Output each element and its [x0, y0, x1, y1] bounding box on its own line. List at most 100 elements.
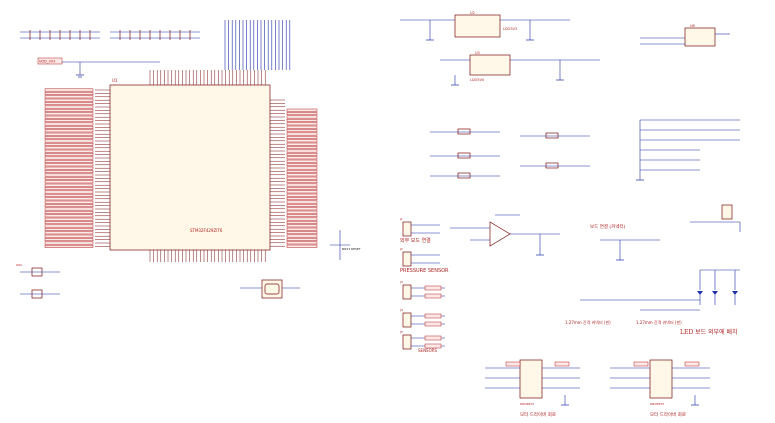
- net-tag: [286, 122, 318, 126]
- net-tag: [44, 173, 94, 177]
- mcu-ref: U1: [112, 78, 118, 83]
- net-tag: [44, 183, 94, 187]
- net-tag: [44, 132, 94, 136]
- net-tag: [44, 204, 94, 208]
- net-tag: [286, 139, 318, 143]
- net-tag: [44, 136, 94, 140]
- net-tag: [286, 210, 318, 214]
- net-tag: [44, 200, 94, 204]
- j5-ref: J5: [399, 330, 403, 334]
- decoupling-capacitors-row-a: [20, 30, 100, 40]
- connector-j1: J1: [399, 217, 440, 237]
- net-tag: [286, 244, 318, 248]
- net-tag: [44, 214, 94, 218]
- net-tag: [44, 159, 94, 163]
- net-tag: [44, 88, 94, 92]
- net-tag: [286, 190, 318, 194]
- net-tag: [286, 203, 318, 207]
- decoupling-capacitors-row-b: [110, 30, 200, 40]
- net-tag: [286, 108, 318, 112]
- net-tag: [44, 163, 94, 167]
- boot-reset-circuit: NRST RESET: [240, 230, 361, 299]
- net-tag: [44, 115, 94, 119]
- net-tag: [286, 176, 318, 180]
- net-tag: [44, 156, 94, 160]
- ldo-regulator-2: U3 LDO5V0: [440, 51, 600, 86]
- net-tag: [286, 186, 318, 190]
- net-tag: [44, 193, 94, 197]
- net-tag: [44, 91, 94, 95]
- net-tag: [44, 125, 94, 129]
- net-tag: [44, 153, 94, 157]
- net-tag: [286, 214, 318, 218]
- sensors-label: SENSORS: [418, 348, 438, 353]
- net-tag: [44, 105, 94, 109]
- connector-block-right: [636, 119, 740, 181]
- connector-j2: J2: [399, 247, 440, 267]
- board-note-2: 보드 연결 (커넥터): [590, 223, 626, 230]
- net-tag: [286, 163, 318, 167]
- net-tag: [286, 224, 318, 228]
- net-tag: [286, 142, 318, 146]
- motor-ic-right: DRV8833: [650, 402, 664, 406]
- connector-j4: J4: [399, 308, 445, 328]
- j2-ref: J2: [399, 247, 403, 251]
- net-tag: [286, 146, 318, 150]
- net-tag: [286, 169, 318, 173]
- net-tag: [44, 244, 94, 248]
- sensor-ic-top-right: U6: [640, 24, 730, 47]
- net-tag: [286, 152, 318, 156]
- svg-text:OSC: OSC: [16, 263, 22, 267]
- net-tag: [44, 231, 94, 235]
- ldo2-part: LDO5V0: [470, 78, 484, 82]
- ldo1-part: LDO3V3: [503, 27, 517, 31]
- net-tag: [44, 122, 94, 126]
- net-tag: [286, 217, 318, 221]
- switch-note-right: 1.27mm 간격 커넥터 (핀): [636, 319, 682, 325]
- net-tag: [44, 119, 94, 123]
- net-tag: [44, 139, 94, 143]
- mcu-bottom-pins: [149, 250, 266, 262]
- motor-ic-left: DRV8833: [520, 402, 534, 406]
- net-tag: [286, 149, 318, 153]
- net-tag: [44, 176, 94, 180]
- net-tag: [44, 112, 94, 116]
- connector-j3: J3: [399, 280, 445, 300]
- net-tag: [286, 197, 318, 201]
- switch-circuit-right: 보드 연결 (커넥터): [590, 204, 741, 261]
- net-tag: [44, 180, 94, 184]
- net-tag: [286, 135, 318, 139]
- mcu-part: STM32F429ZIT6: [190, 228, 223, 233]
- led-array: [580, 269, 740, 311]
- net-tag: [44, 98, 94, 102]
- net-tag: [44, 210, 94, 214]
- net-tag: [286, 132, 318, 136]
- net-tag: [286, 183, 318, 187]
- net-tag: [44, 238, 94, 242]
- net-label-vdd: [37, 57, 63, 65]
- net-tag: [44, 227, 94, 231]
- net-tag: [286, 180, 318, 184]
- net-tag: [286, 129, 318, 133]
- ldo-regulator-1: U2 LDO3V3: [400, 11, 570, 41]
- net-tag: [44, 234, 94, 238]
- net-tag: [286, 173, 318, 177]
- net-tag: [44, 95, 94, 99]
- j4-ref: J4: [399, 308, 403, 312]
- net-tag: [44, 190, 94, 194]
- net-tag: [286, 193, 318, 197]
- net-tag: [286, 125, 318, 129]
- ldo1-ref: U2: [470, 11, 475, 15]
- j3-ref: J3: [399, 280, 403, 284]
- net-vdd-text: VDD_3V3: [39, 60, 55, 64]
- net-tag: [286, 207, 318, 211]
- hall-ref: U6: [690, 24, 695, 28]
- resistor-network-middle: [430, 128, 590, 179]
- net-tag: [44, 207, 94, 211]
- net-tag: [44, 129, 94, 133]
- net-tag: [44, 108, 94, 112]
- net-tag: [286, 118, 318, 122]
- net-tag: [286, 241, 318, 245]
- net-tag: [286, 227, 318, 231]
